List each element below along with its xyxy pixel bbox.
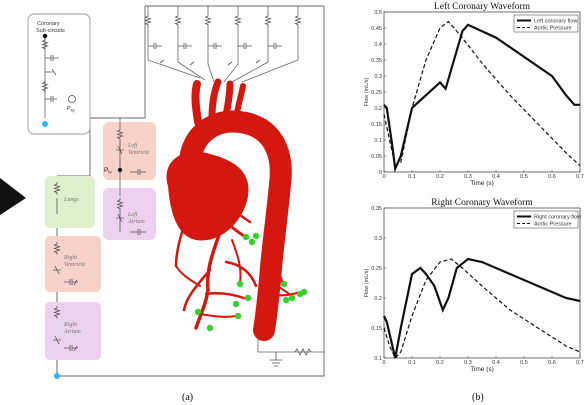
- p-lv-label: Plv: [104, 167, 112, 175]
- chart-title: Left Coronary Waveform: [434, 1, 531, 12]
- y-tick-label: 0.3: [374, 236, 382, 242]
- y-tick-label: 0.1: [374, 356, 382, 362]
- y-tick-label: 0.1: [374, 138, 382, 144]
- y-axis-label: Flow (mL/s): [364, 77, 370, 106]
- y-tick-label: 0.25: [371, 90, 382, 96]
- x-tick-label: 0: [382, 174, 385, 180]
- caption-b: (b): [472, 392, 484, 403]
- x-tick-label: 0.6: [548, 174, 556, 180]
- p-lv-node: [117, 167, 123, 173]
- chamber-circuit-elements: [53, 118, 146, 352]
- chart-title: Right Coronary Waveform: [431, 197, 533, 208]
- y-tick-label: 0.35: [371, 58, 382, 64]
- legend-label: Left coronary flow: [534, 18, 577, 24]
- x-tick-label: 0.5: [520, 360, 528, 366]
- right-ventricle-label-1: Right: [63, 255, 77, 261]
- inset-title-line2: Sub-circuits: [36, 28, 65, 34]
- aortic-branch-1: [191, 80, 202, 126]
- inset-node-top: [42, 33, 48, 39]
- bus-node-bottom: [54, 373, 60, 379]
- x-tick-label: 0.3: [464, 174, 472, 180]
- top-boundary-circuits: [145, 6, 301, 83]
- x-tick-label: 0.6: [548, 360, 556, 366]
- legend-label: Aortic Pressure: [534, 221, 572, 227]
- series-line-pressure: [383, 20, 581, 167]
- right-atrium-block: [45, 302, 101, 360]
- left-ventricle-block: [103, 122, 156, 180]
- plot-area: [383, 207, 581, 359]
- coronary-branches: [174, 194, 301, 330]
- y-tick-label: 0.4: [374, 42, 382, 48]
- left-ventricle-label-1: Left: [127, 142, 138, 149]
- x-tick-label: 0.1: [408, 174, 416, 180]
- series-line-flow: [383, 257, 581, 359]
- y-tick-label: 0.45: [371, 26, 382, 32]
- y-tick-label: 0: [379, 170, 382, 176]
- panel-a: Plv Left Ventricle Left Atrium Lungs Rig…: [0, 5, 325, 403]
- legend-label: Aortic Pressure: [534, 25, 572, 31]
- y-tick-label: 0.2: [374, 106, 382, 112]
- aortic-root: [166, 151, 249, 241]
- x-tick-label: 0.4: [492, 174, 500, 180]
- x-tick-label: 0.5: [520, 174, 528, 180]
- x-tick-label: 0: [382, 360, 385, 366]
- y-tick-label: 0.15: [371, 326, 382, 332]
- y-tick-label: 0.5: [374, 10, 382, 16]
- x-tick-label: 0.2: [436, 174, 444, 180]
- x-tick-label: 0.1: [408, 360, 416, 366]
- legend-label: Right coronary flow: [534, 214, 581, 220]
- y-tick-label: 0.35: [371, 206, 382, 212]
- x-axis-label: Time (s): [470, 180, 494, 187]
- left-ventricle-label-2: Ventricle: [128, 150, 150, 156]
- inset-node-bottom: [42, 121, 48, 127]
- right-atrium-label-1: Right: [63, 322, 77, 328]
- x-tick-label: 0.4: [492, 360, 500, 366]
- y-tick-label: 0.25: [371, 266, 382, 272]
- series-line-flow: [383, 23, 580, 173]
- y-tick-label: 0.05: [371, 154, 382, 160]
- x-tick-label: 0.7: [576, 174, 584, 180]
- plot-area: [383, 11, 581, 173]
- caption-a: (a): [182, 392, 193, 403]
- lungs-label: Lungs: [63, 197, 79, 203]
- left-atrium-block: [103, 188, 156, 240]
- left-atrium-label-1: Left: [127, 211, 138, 218]
- right-ventricle-label-2: Ventricle: [64, 262, 86, 268]
- x-tick-label: 0.2: [436, 360, 444, 366]
- right-atrium-label-2: Atrium: [63, 329, 81, 335]
- pointer-arrow: [0, 178, 26, 215]
- x-axis-label: Time (s): [470, 366, 494, 373]
- y-tick-label: 0.2: [374, 296, 382, 302]
- y-tick-label: 0.3: [374, 74, 382, 80]
- inset-title-line1: Coronary: [37, 21, 60, 27]
- x-tick-label: 0.7: [576, 360, 584, 366]
- x-tick-label: 0.3: [464, 360, 472, 366]
- coronary-subcircuit-inset: Coronary Sub-circuits Pity: [27, 13, 91, 135]
- y-tick-label: 0.15: [371, 122, 382, 128]
- left-coronary-chart: Left Coronary Waveform 0 0.1 0.2 0.3 0.4 0.5 0.…: [364, 1, 584, 187]
- left-atrium-label-2: Atrium: [127, 219, 145, 225]
- y-axis-label: Flow (mL/s): [364, 268, 370, 297]
- series-line-pressure: [383, 258, 581, 360]
- aortic-arch: [178, 110, 292, 341]
- inset-pressure-label: Pity: [67, 106, 75, 113]
- aorta-model: [166, 78, 308, 341]
- outlet-markers: [194, 232, 308, 332]
